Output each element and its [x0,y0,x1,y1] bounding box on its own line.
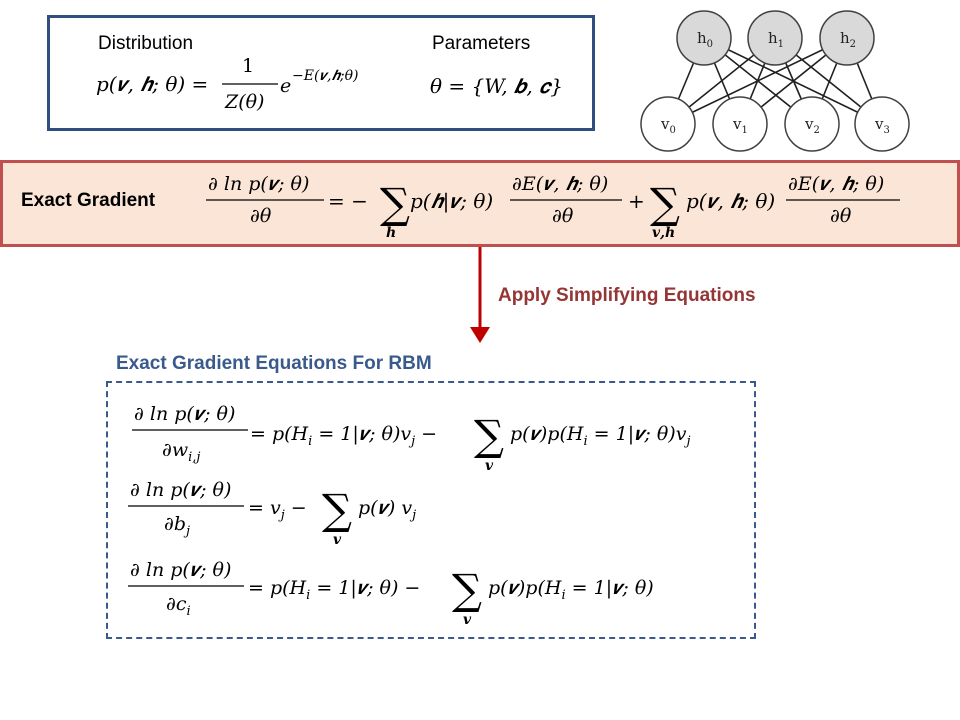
eq3-rhs: = p(Hi = 1|𝒗; θ) − [248,577,420,603]
rbm-network-diagram: h0 h1 h2 v0 v1 v2 v3 [640,10,910,152]
distribution-lhs: p(𝒗, 𝒉; θ) = [96,72,208,96]
down-arrow [470,247,490,343]
plus-sign: + [628,189,645,213]
exact-gradient-band [0,160,960,247]
eq3-numerator: ∂ ln p(𝒗; θ) [130,559,231,581]
visible-layer: v0 v1 v2 v3 [640,96,910,152]
eq3-sum-symbol: ∑ [452,565,482,614]
parameters-set: θ = {W, 𝒃, 𝒄} [430,74,563,98]
parameters-label: Parameters [432,33,531,54]
frac1-denominator: ∂θ [552,205,574,227]
eq1-rhs-tail: p(𝒗)p(Hi = 1|𝒗; θ)vj [510,423,690,449]
visible-node [784,96,840,152]
equals-minus: = − [328,189,368,213]
hidden-node [747,10,803,66]
visible-node [712,96,768,152]
exact-gradient-label: Exact Gradient [21,190,156,211]
eq3-denominator: ∂ci [166,593,191,619]
eq1-sum-symbol: ∑ [474,411,504,460]
frac2-numerator: ∂E(𝒗, 𝒉; θ) [788,173,884,195]
distribution-numerator: 1 [242,55,254,77]
arrow-label: Apply Simplifying Equations [498,285,756,306]
lhs-denominator: ∂θ [250,205,272,227]
hidden-node [676,10,732,66]
eq2-numerator: ∂ ln p(𝒗; θ) [130,479,231,501]
term1: p(𝒉|𝒗; θ) [410,189,493,214]
distribution-formula: p(𝒗, 𝒉; θ) = 1 Z(θ) e −E(𝒗,𝒉;θ) [96,55,359,113]
sum2-subscript: 𝒗,𝒉 [652,225,675,241]
eq2-rhs-tail: p(𝒗) vj [358,497,416,523]
eq2-denominator: ∂bj [164,513,190,539]
sum-symbol-1: ∑ [380,179,410,228]
sum-symbol-2: ∑ [650,179,680,228]
rbm-equation-wij: ∂ ln p(𝒗; θ) ∂wi,j = p(Hi = 1|𝒗; θ)vj − … [132,403,690,474]
visible-node [640,96,696,152]
eq1-rhs: = p(Hi = 1|𝒗; θ)vj − [250,423,437,449]
term2: p(𝒗, 𝒉; θ) [686,189,775,213]
rbm-equation-ci: ∂ ln p(𝒗; θ) ∂ci = p(Hi = 1|𝒗; θ) − ∑ 𝒗 … [128,559,654,628]
eq2-rhs: = vj − [248,497,307,523]
eq2-sum-symbol: ∑ [322,485,352,534]
frac1-numerator: ∂E(𝒗, 𝒉; θ) [512,173,608,195]
rbm-title: Exact Gradient Equations For RBM [116,353,432,374]
exp-exponent: −E(𝒗,𝒉;θ) [292,68,359,84]
frac2-denominator: ∂θ [830,205,852,227]
exact-gradient-formula: ∂ ln p(𝒗; θ) ∂θ = − ∑ 𝒉 p(𝒉|𝒗; θ) ∂E(𝒗, … [206,173,900,241]
hidden-layer: h0 h1 h2 [676,10,875,66]
eq3-sum-subscript: 𝒗 [463,612,472,628]
lhs-numerator: ∂ ln p(𝒗; θ) [208,173,309,195]
eq1-numerator: ∂ ln p(𝒗; θ) [134,403,235,425]
sum1-subscript: 𝒉 [386,225,396,241]
exp-base: e [280,75,291,97]
distribution-panel [47,15,595,131]
distribution-label: Distribution [98,33,194,54]
eq2-sum-subscript: 𝒗 [333,532,342,548]
eq1-sum-subscript: 𝒗 [485,458,494,474]
rbm-equation-bj: ∂ ln p(𝒗; θ) ∂bj = vj − ∑ 𝒗 p(𝒗) vj [128,479,416,548]
visible-node [854,96,910,152]
eq3-rhs-tail: p(𝒗)p(Hi = 1|𝒗; θ) [488,577,654,603]
hidden-node [819,10,875,66]
parameters-formula: θ = {W, 𝒃, 𝒄} [430,74,563,98]
rbm-equations-box [106,381,756,639]
distribution-denominator: Z(θ) [224,91,264,113]
eq1-denominator: ∂wi,j [162,439,200,465]
rbm-equations: ∂ ln p(𝒗; θ) ∂wi,j = p(Hi = 1|𝒗; θ)vj − … [128,403,690,628]
